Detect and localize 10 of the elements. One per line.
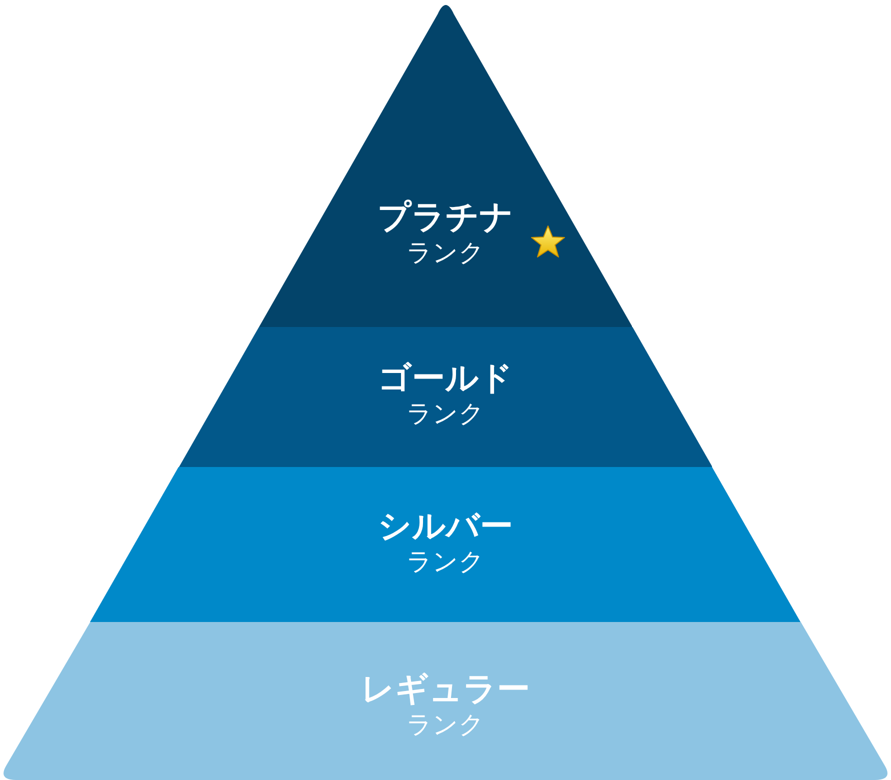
pyramid-tier [178,327,712,467]
tier-subtitle: ランク [406,709,484,740]
tier-subtitle: ランク [406,237,484,268]
tier-subtitle: ランク [406,546,484,578]
tier-title: ゴールド [378,357,513,398]
tier-title: シルバー [378,505,513,546]
tier-title: レギュラー [361,668,530,710]
pyramid-tier [90,467,801,622]
tier-subtitle: ランク [406,398,484,430]
tier-title: プラチナ [377,196,514,238]
